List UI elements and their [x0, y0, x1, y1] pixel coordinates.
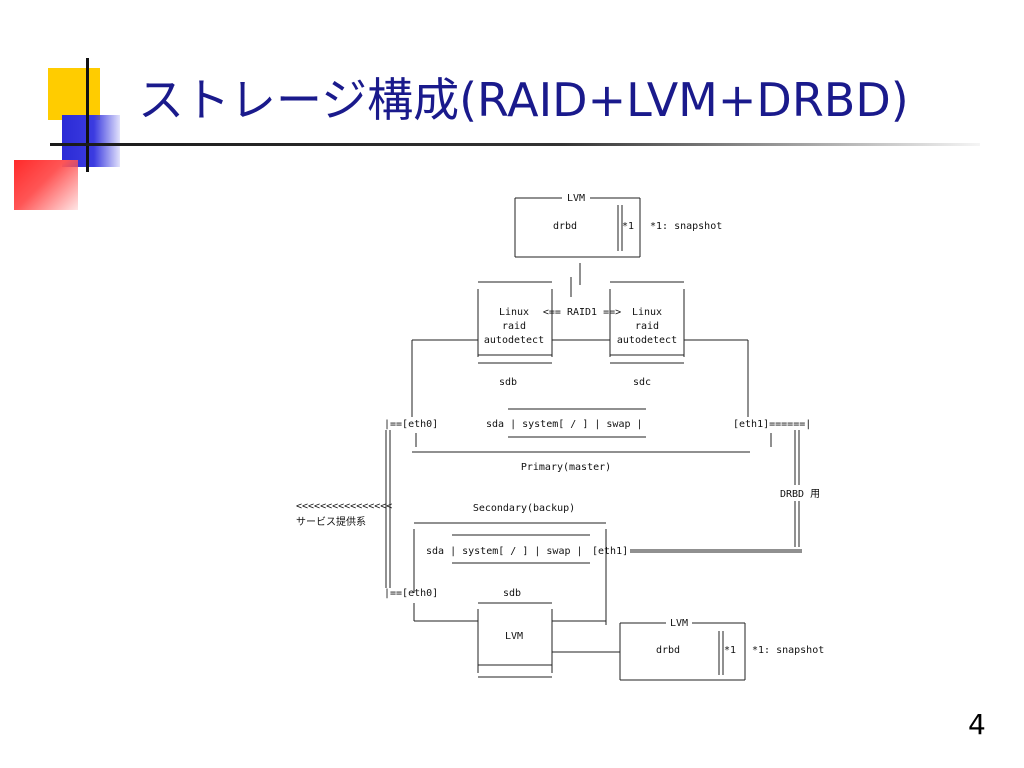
raid-right-line3: autodetect — [617, 335, 677, 346]
decor-yellow-square — [48, 68, 100, 120]
disk-sdc: sdc — [633, 377, 651, 388]
bottom-lvm-box-label: LVM — [505, 631, 523, 642]
raid1-arrow: <== RAID1 ==> — [543, 307, 621, 318]
raid-left-line1: Linux — [499, 307, 529, 318]
bottom-lvm-box-right: LVM drbd *1 *1: snapshot — [619, 618, 824, 681]
drbd-label: DRBD 用 — [780, 489, 820, 500]
primary-eth0: |==[eth0] — [384, 419, 438, 430]
top-lvm-box: LVM drbd *1 *1: snapshot — [514, 193, 722, 258]
top-lvm-note: *1: snapshot — [650, 221, 722, 232]
service-label: サービス提供系 — [296, 515, 366, 528]
secondary-row: sda | system[ / ] | swap | — [426, 546, 583, 557]
top-lvm-mark: *1 — [622, 221, 634, 232]
storage-diagram: LVM drbd *1 *1: snapshot Linux raid auto… — [296, 193, 824, 681]
secondary-sdb: sdb — [503, 588, 521, 599]
bottom-lvm-label: LVM — [670, 618, 688, 629]
bottom-lvm-note: *1: snapshot — [752, 645, 824, 656]
secondary-label: Secondary(backup) — [473, 503, 575, 514]
page-number: 4 — [968, 708, 986, 741]
decor-blue-square — [62, 115, 120, 167]
secondary-system-row: sda | system[ / ] | swap | — [426, 534, 590, 564]
title-underline — [50, 143, 980, 146]
bottom-lvm-box-left: LVM — [477, 602, 553, 678]
service-arrows: <<<<<<<<<<<<<<<< — [296, 501, 392, 512]
raid-box-right: Linux raid autodetect — [609, 281, 685, 364]
raid-box-left: Linux raid autodetect — [477, 281, 553, 364]
top-lvm-drbd: drbd — [553, 221, 577, 232]
raid-right-line1: Linux — [632, 307, 662, 318]
slide-title: ストレージ構成(RAID+LVM+DRBD) — [138, 73, 909, 127]
disk-sdb: sdb — [499, 377, 517, 388]
raid-right-line2: raid — [635, 321, 659, 332]
primary-system-row: sda | system[ / ] | swap | — [486, 408, 646, 438]
decor-vertical-line — [86, 58, 89, 172]
top-lvm-label: LVM — [567, 193, 585, 204]
bottom-lvm-mark: *1 — [724, 645, 736, 656]
secondary-eth1: [eth1] — [592, 546, 628, 557]
primary-label: Primary(master) — [521, 462, 611, 473]
secondary-eth0: |==[eth0] — [384, 588, 438, 599]
raid-left-line2: raid — [502, 321, 526, 332]
decor-red-square — [14, 160, 78, 210]
raid-left-line3: autodetect — [484, 335, 544, 346]
primary-row: sda | system[ / ] | swap | — [486, 419, 643, 430]
primary-eth1: [eth1]======| — [733, 419, 811, 430]
bottom-lvm-drbd: drbd — [656, 645, 680, 656]
